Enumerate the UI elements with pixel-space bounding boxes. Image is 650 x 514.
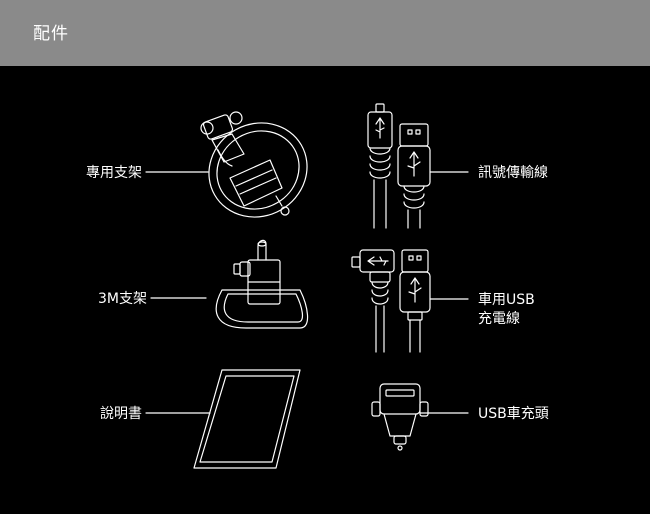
car-usb-cable-icon bbox=[351, 249, 431, 353]
header-bar: 配件 bbox=[0, 0, 650, 66]
page-title: 配件 bbox=[33, 24, 69, 44]
label-manual: 說明書 bbox=[100, 406, 142, 422]
data-cable-icon bbox=[367, 103, 431, 229]
usb-car-charger-icon bbox=[371, 383, 429, 451]
label-car-usb-cable-line2: 充電線 bbox=[478, 311, 520, 327]
label-car-usb-cable-line1: 車用USB bbox=[478, 292, 535, 308]
3m-mount-icon bbox=[215, 239, 309, 329]
label-dedicated-mount: 專用支架 bbox=[86, 165, 142, 181]
label-data-cable: 訊號傳輸線 bbox=[478, 165, 548, 181]
label-usb-car-charger: USB車充頭 bbox=[478, 406, 549, 422]
label-3m-mount: 3M支架 bbox=[98, 291, 147, 307]
dedicated-mount-icon bbox=[200, 111, 308, 218]
manual-icon bbox=[193, 369, 301, 469]
